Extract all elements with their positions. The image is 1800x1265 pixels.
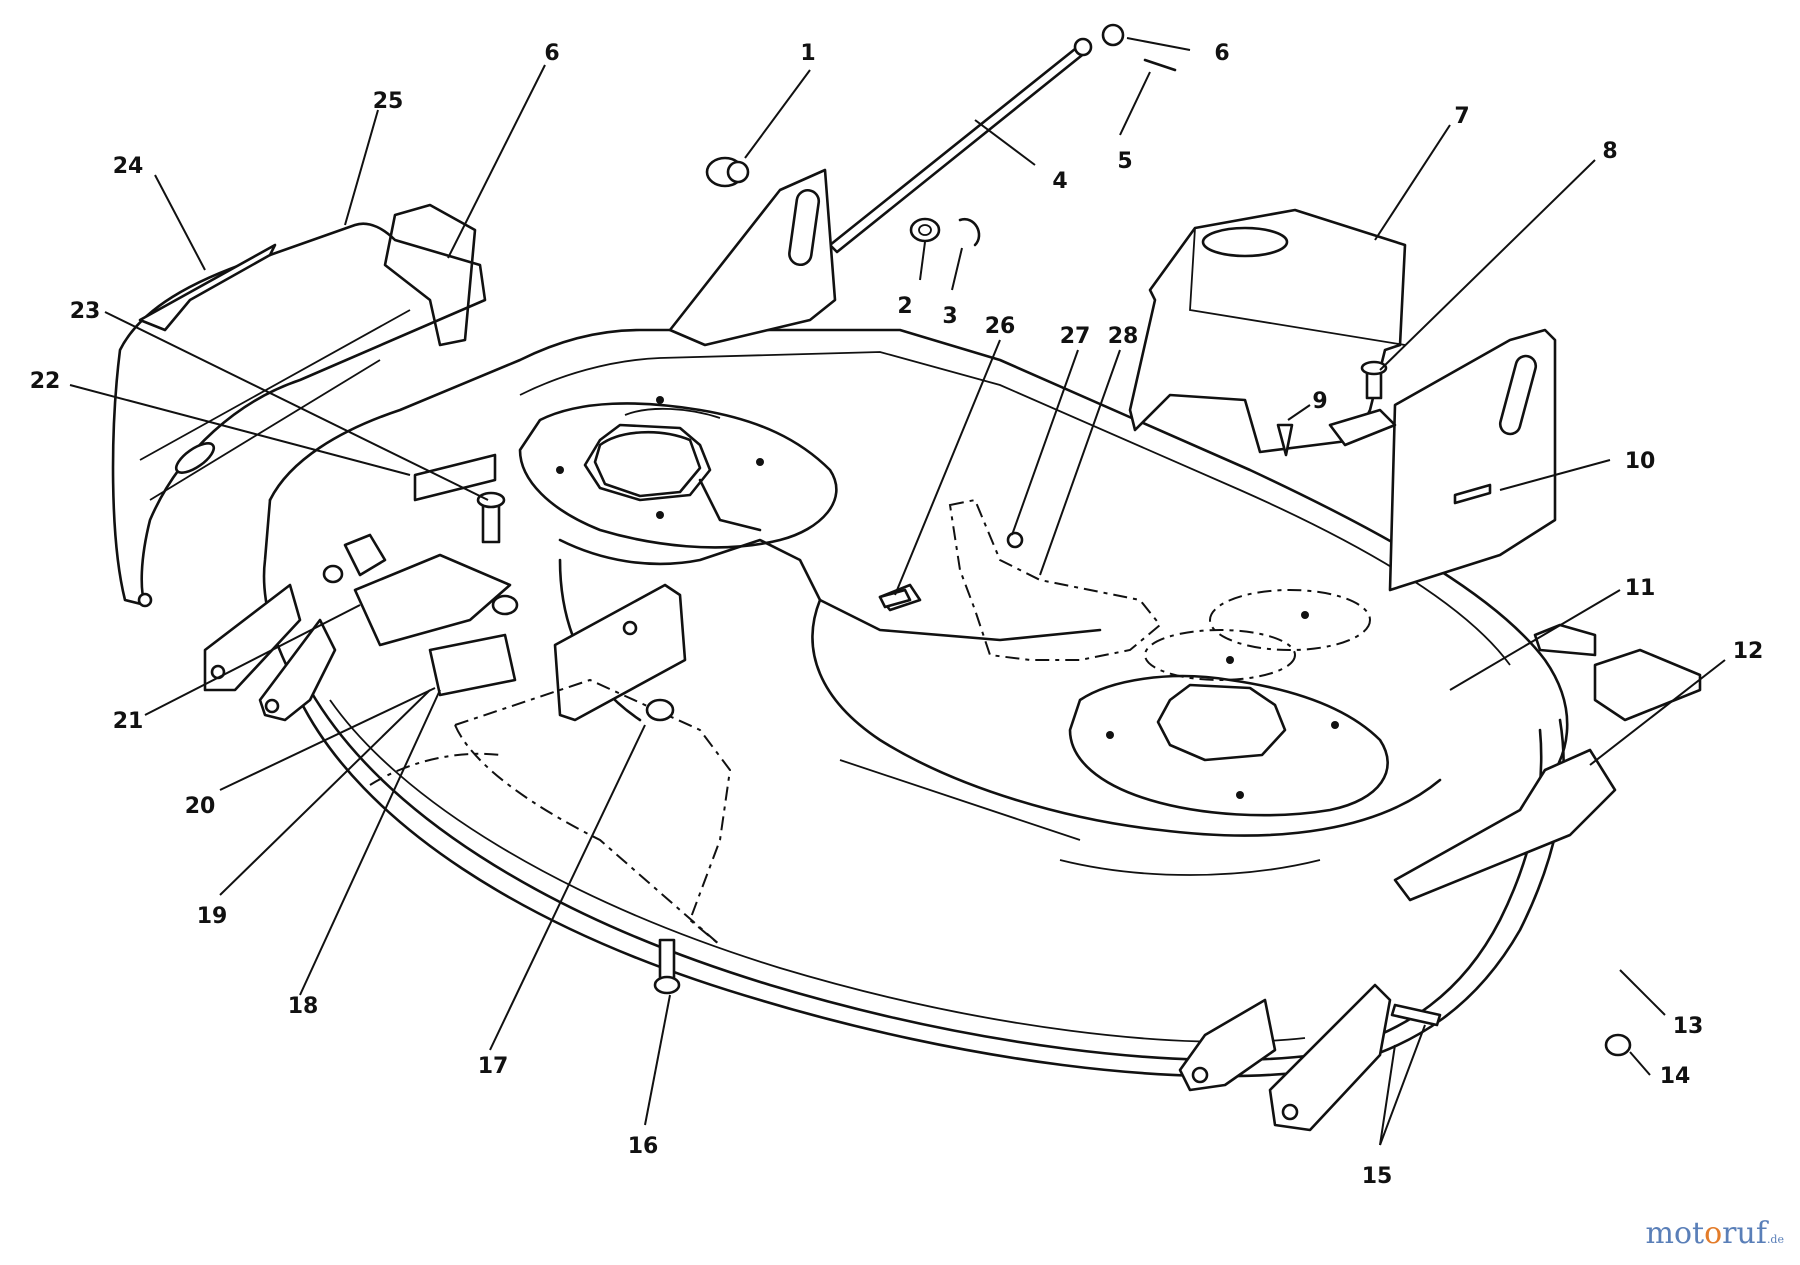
watermark-part1: mot (1645, 1216, 1705, 1251)
callout-16: 16 (628, 1134, 659, 1159)
callout-19: 19 (197, 904, 228, 929)
callout-28: 28 (1108, 324, 1139, 349)
callout-1: 1 (800, 41, 815, 66)
right-arm-plate (1388, 328, 1557, 592)
spindle-boss-left (556, 396, 764, 519)
callout-leaders (69, 37, 1726, 1146)
callout-numbers: 1 2 3 4 5 6 6 7 8 9 10 11 12 13 14 15 16… (30, 41, 1764, 1189)
callout-14: 14 (1660, 1064, 1691, 1089)
callout-27: 27 (1060, 324, 1091, 349)
callout-20: 20 (185, 794, 216, 819)
watermark-part3: ruf (1722, 1216, 1767, 1251)
callout-10: 10 (1625, 449, 1656, 474)
callout-5: 5 (1117, 149, 1132, 174)
idler-bracket-dashed (369, 678, 732, 946)
front-hanger-brackets (1178, 983, 1392, 1132)
callout-24: 24 (113, 154, 144, 179)
callout-12: 12 (1733, 639, 1764, 664)
callout-11: 11 (1625, 576, 1656, 601)
callout-3: 3 (942, 304, 957, 329)
watermark-logo: motoruf.de (1646, 1216, 1784, 1251)
callout-8: 8 (1602, 139, 1617, 164)
deflector-strip (1393, 748, 1617, 902)
callout-15: 15 (1362, 1164, 1393, 1189)
callout-13: 13 (1673, 1014, 1704, 1039)
idler-arm-plate (553, 583, 687, 722)
callout-18: 18 (288, 994, 319, 1019)
watermark-tld: .de (1766, 1233, 1784, 1246)
hardware (322, 23, 1632, 1057)
callout-6-top: 6 (1214, 41, 1229, 66)
deck-housing (262, 328, 1569, 1078)
watermark-part2: o (1704, 1216, 1723, 1251)
spindle-boss-right (1106, 611, 1339, 799)
callout-17: 17 (478, 1054, 509, 1079)
callout-7: 7 (1454, 104, 1469, 129)
callout-21: 21 (113, 709, 144, 734)
callout-22: 22 (30, 369, 61, 394)
callout-6-left: 6 (544, 41, 559, 66)
right-baffle (1533, 623, 1702, 722)
callout-9: 9 (1312, 389, 1327, 414)
callout-23: 23 (70, 299, 101, 324)
discharge-chute (111, 203, 487, 608)
callout-4: 4 (1052, 169, 1067, 194)
center-bracket (878, 498, 1162, 661)
lift-rod (668, 37, 1093, 347)
callout-2: 2 (897, 294, 912, 319)
callout-25: 25 (373, 89, 404, 114)
callout-26: 26 (985, 314, 1016, 339)
